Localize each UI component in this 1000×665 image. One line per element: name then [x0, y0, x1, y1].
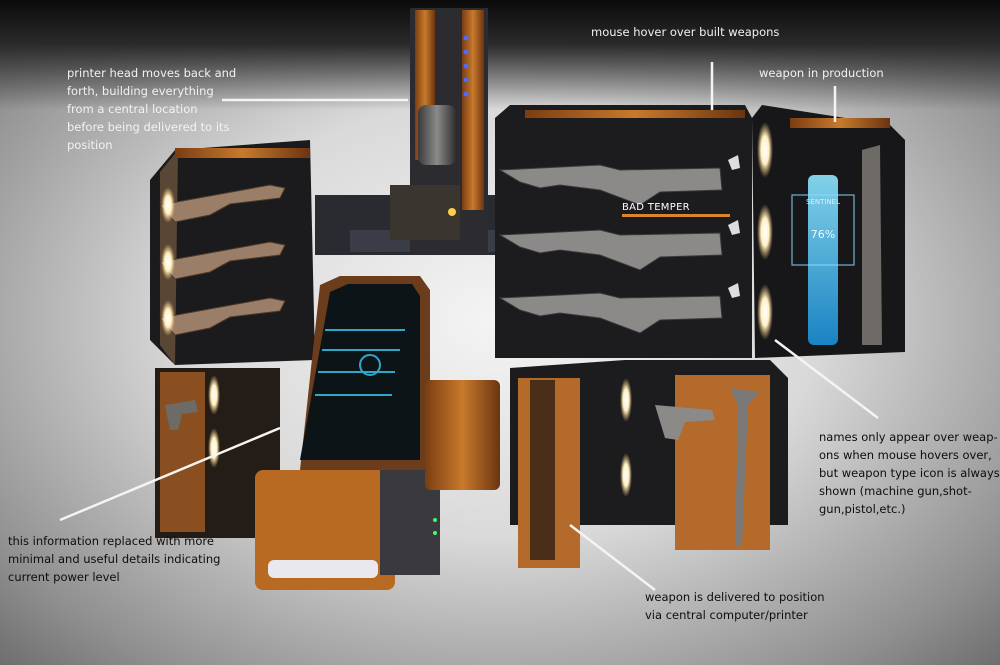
annotation-line: shown (machine gun,shot-: [819, 484, 972, 498]
lower-right-rack: [510, 360, 788, 568]
annotation-line: minimal and useful details indicating: [8, 552, 221, 566]
annotation-line: position: [67, 138, 113, 152]
annotation-line: mouse hover over built weapons: [591, 25, 780, 39]
left-upper-rack: [150, 140, 315, 365]
weapon-hover-name: BAD TEMPER: [622, 202, 690, 213]
annotation-line: current power level: [8, 570, 120, 584]
annotation-line: weapon in production: [759, 66, 884, 80]
production-tag: SENTINEL: [805, 198, 840, 206]
annotation-line: names only appear over weap-: [819, 430, 998, 444]
annotation-delivered: weapon is delivered to position via cent…: [645, 588, 825, 624]
annotation-line: forth, building everything: [67, 84, 214, 98]
annotation-line: via central computer/printer: [645, 608, 808, 622]
annotation-line: but weapon type icon is always: [819, 466, 1000, 480]
annotation-printer-head: printer head moves back and forth, build…: [67, 64, 236, 154]
annotation-info-replaced: this information replaced with more mini…: [8, 532, 220, 586]
annotation-line: before being delivered to its: [67, 120, 230, 134]
callout-lines: [59, 62, 879, 591]
annotation-in-production: weapon in production: [759, 64, 884, 82]
production-progress: 76%: [810, 228, 836, 241]
printer-column: [390, 8, 488, 253]
annotation-line: this information replaced with more: [8, 534, 214, 548]
annotation-mouse-hover: mouse hover over built weapons: [591, 23, 779, 41]
holo-weapon: [808, 175, 838, 345]
central-computer: [255, 276, 500, 590]
production-bay: [752, 105, 905, 358]
annotation-line: ons when mouse hovers over,: [819, 448, 992, 462]
annotation-line: weapon is delivered to position: [645, 590, 825, 604]
right-upper-rack: [495, 105, 752, 358]
top-shadow: [0, 0, 1000, 110]
annotation-names-hover: names only appear over weap- ons when mo…: [819, 428, 1000, 518]
annotation-line: printer head moves back and: [67, 66, 237, 80]
annotation-line: from a central location: [67, 102, 198, 116]
annotation-line: gun,pistol,etc.): [819, 502, 906, 516]
machine-gun-type-icon: [728, 155, 740, 298]
